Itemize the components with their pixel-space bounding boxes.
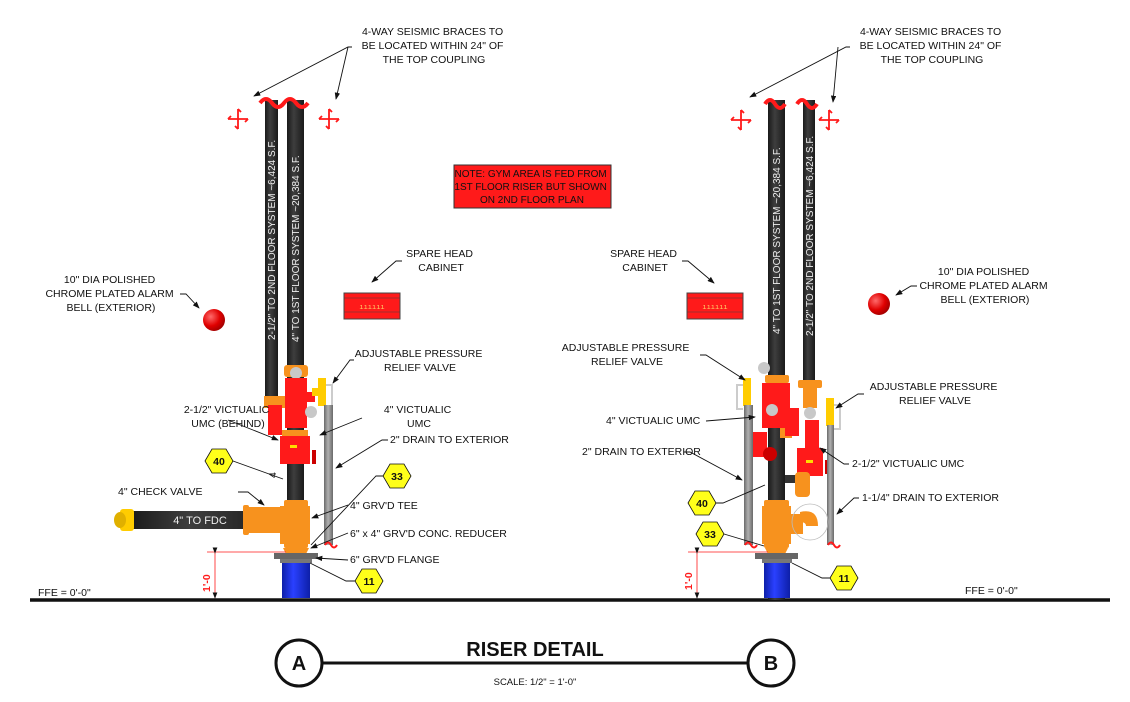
- umc-valve-4in: [285, 378, 307, 428]
- svg-text:33: 33: [391, 471, 403, 483]
- pipe-4in-b: [768, 100, 785, 600]
- relief-note-b-right: ADJUSTABLE PRESSURE RELIEF VALVE: [870, 381, 1001, 407]
- svg-text:NOTE: GYM AREA IS FED FROM: NOTE: GYM AREA IS FED FROM 1ST FLOOR RIS…: [454, 169, 609, 206]
- tag-33: 33: [382, 463, 412, 489]
- bubble-a-label: A: [292, 653, 306, 675]
- pipe-label-2nd-floor: 2-1/2" TO 2ND FLOOR SYSTEM ~6,424 S.F.: [267, 140, 278, 340]
- tag-40: 40: [204, 448, 234, 474]
- check-valve-body: [280, 436, 310, 464]
- svg-text:40: 40: [696, 498, 708, 510]
- seismic-note-b: 4-WAY SEISMIC BRACES TO BE LOCATED WITHI…: [860, 26, 1005, 66]
- drain-pipe-2in: [324, 405, 333, 545]
- relief-valve-icon: [743, 378, 751, 406]
- relief-note-a: ADJUSTABLE PRESSURE RELIEF VALVE: [355, 348, 486, 374]
- drain-note-a: 2" DRAIN TO EXTERIOR: [390, 434, 509, 446]
- pipe-label-2nd-floor-b: 2-1/2" TO 2ND FLOOR SYSTEM ~6,424 S.F.: [805, 136, 816, 336]
- bell-note-b: 10" DIA POLISHED CHROME PLATED ALARM BEL…: [919, 266, 1050, 306]
- riser-b: 4-WAY SEISMIC BRACES TO BE LOCATED WITHI…: [562, 26, 1050, 600]
- umc-behind-note-a: 2-1/2" VICTUALIC UMC (BEHIND): [184, 404, 272, 430]
- fdc-pipe: [130, 511, 280, 529]
- pipe-label-1st-floor-b: 4" TO 1ST FLOOR SYSTEM ~20,384 S.F.: [772, 147, 783, 334]
- seismic-brace-icon: [818, 109, 840, 131]
- umc-valve-2-5in-b: [805, 420, 819, 455]
- alarm-bell-icon: [203, 309, 225, 331]
- drain-small-note-b: 1-1/4" DRAIN TO EXTERIOR: [862, 492, 999, 504]
- spare-head-cabinet-b: ıııııı: [686, 292, 744, 320]
- tag-40-b: 40: [687, 490, 717, 516]
- spare-head-cabinet-a: ıııııı: [343, 292, 401, 320]
- relief-valve-icon: [826, 398, 834, 426]
- ffe-label-b: FFE = 0'-0": [965, 585, 1018, 597]
- title-block: A B RISER DETAIL SCALE: 1/2" = 1'-0": [274, 638, 796, 688]
- cabinet-note-a: SPARE HEAD CABINET: [406, 248, 476, 274]
- bell-note-a: 10" DIA POLISHED CHROME PLATED ALARM BEL…: [45, 274, 176, 314]
- tag-11-b: 11: [829, 565, 859, 591]
- ffe-label-a: FFE = 0'-0": [38, 587, 91, 599]
- tag-33-b: 33: [695, 521, 725, 547]
- seismic-note-a: 4-WAY SEISMIC BRACES TO BE LOCATED WITHI…: [362, 26, 507, 66]
- seismic-brace-icon: [227, 108, 249, 130]
- alarm-bell-icon: [868, 293, 890, 315]
- svg-text:11: 11: [838, 573, 849, 585]
- gym-note: NOTE: GYM AREA IS FED FROM 1ST FLOOR RIS…: [453, 164, 612, 209]
- drain-pipe-2in-b: [744, 405, 753, 545]
- pipe-2-5in-b: [803, 100, 815, 395]
- grvd-tee-4in-b: [762, 506, 791, 544]
- svg-text:40: 40: [213, 456, 225, 468]
- drain-note-b: 2" DRAIN TO EXTERIOR: [582, 446, 701, 458]
- pipe-2-5in: [265, 100, 278, 400]
- detail-bubble-a: [274, 638, 324, 688]
- umc4-note-b: 4" VICTUALIC UMC: [606, 415, 701, 427]
- umc25-note-b: 2-1/2" VICTUALIC UMC: [852, 458, 965, 470]
- detail-bubble-b: [746, 638, 796, 688]
- drawing-scale: SCALE: 1/2" = 1'-0": [494, 677, 577, 688]
- break-symbol: [763, 98, 819, 110]
- base-pipe-6in-b: [764, 563, 790, 598]
- tee-note: 4" GRV'D TEE: [350, 500, 418, 512]
- bubble-b-label: B: [764, 653, 778, 675]
- svg-text:11: 11: [363, 576, 374, 588]
- check-valve-note: 4" CHECK VALVE: [118, 486, 202, 498]
- drain-pipe-1-25in: [827, 425, 834, 545]
- seismic-brace-icon: [730, 109, 752, 131]
- break-symbol: [258, 97, 310, 109]
- flange-note: 6" GRV'D FLANGE: [350, 554, 440, 566]
- riser-a: 4-WAY SEISMIC BRACES TO BE LOCATED WITHI…: [38, 26, 509, 599]
- check-valve-4in: [245, 507, 283, 533]
- pipe-label-1st-floor: 4" TO 1ST FLOOR SYSTEM ~20,384 S.F.: [291, 155, 302, 342]
- base-pipe-6in: [282, 563, 310, 598]
- dimension-b: 1'-0: [683, 572, 695, 590]
- umc4-note-a: 4" VICTUALIC UMC: [384, 404, 454, 430]
- seismic-brace-icon: [318, 108, 340, 130]
- grvd-tee-4in: [280, 506, 310, 544]
- tag-11: 11: [354, 568, 384, 594]
- handwheel-icon: [763, 447, 777, 461]
- fdc-label: 4" TO FDC: [173, 515, 227, 527]
- grvd-flange-6in: [274, 553, 318, 559]
- dimension-a: 1'-0: [201, 574, 213, 592]
- relief-note-b-left: ADJUSTABLE PRESSURE RELIEF VALVE: [562, 342, 693, 368]
- svg-text:ıııııı: ıııııı: [702, 304, 727, 312]
- svg-text:33: 33: [704, 529, 716, 541]
- reducer-note: 6" x 4" GRV'D CONC. REDUCER: [350, 528, 507, 540]
- cabinet-note-b: SPARE HEAD CABINET: [610, 248, 680, 274]
- svg-text:ıııııı: ıııııı: [359, 304, 384, 312]
- drawing-title: RISER DETAIL: [466, 639, 603, 661]
